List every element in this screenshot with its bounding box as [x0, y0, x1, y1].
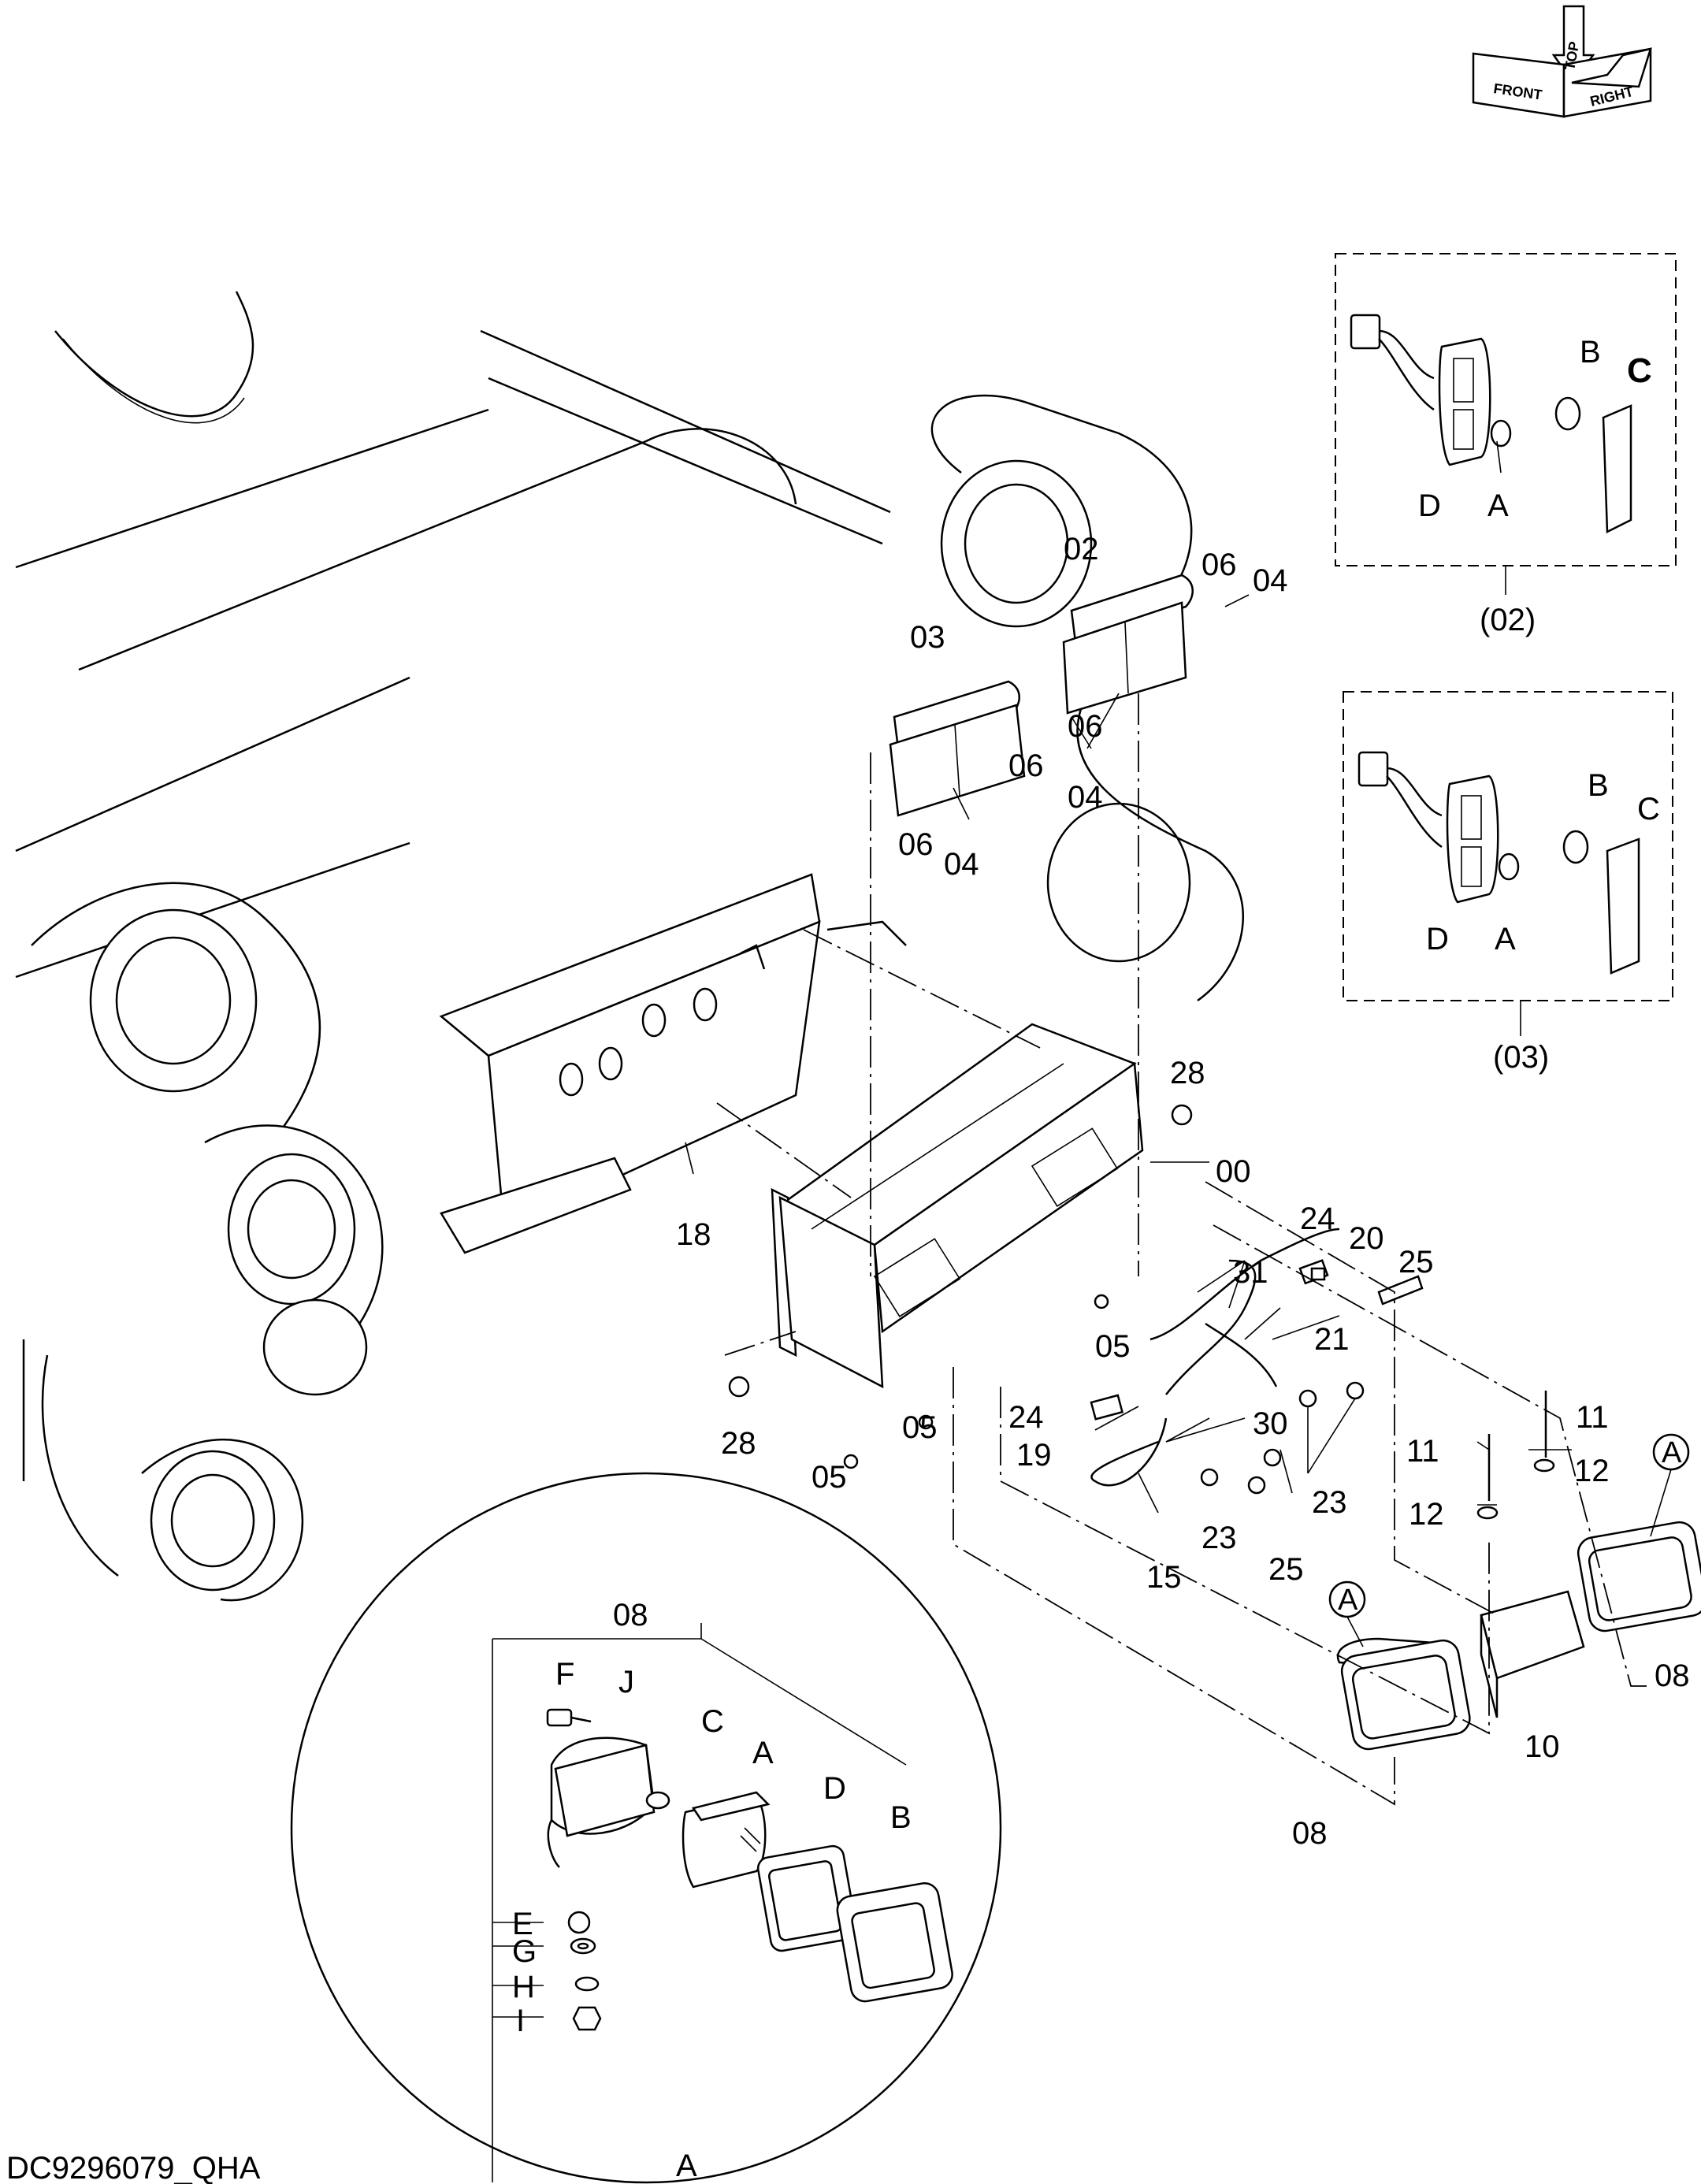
- detail-box-03: [1343, 691, 1673, 1036]
- callout-20: 20: [1349, 1221, 1384, 1256]
- callout-21: 21: [1314, 1322, 1350, 1357]
- callout-02: 02: [1064, 532, 1099, 566]
- circle-label-g: G: [512, 1934, 537, 1969]
- callout-23-a: 23: [1312, 1485, 1347, 1520]
- box03-caption: (03): [1493, 1040, 1549, 1075]
- callout-06-d: 06: [898, 827, 934, 862]
- circle-label-i: I: [516, 2004, 525, 2038]
- callout-00: 00: [1216, 1154, 1251, 1189]
- box03-label-b: B: [1588, 768, 1609, 803]
- callout-04-a: 04: [1253, 563, 1288, 598]
- circle-label-j: J: [618, 1665, 634, 1699]
- callout-28-a: 28: [1170, 1056, 1205, 1090]
- circle-label-c: C: [701, 1704, 724, 1739]
- fasteners: [728, 1104, 1555, 1520]
- detail-circle-a: [290, 1472, 1002, 2184]
- circle-caption: A: [676, 2149, 697, 2183]
- callout-04-c: 04: [944, 847, 979, 882]
- rear-combination-lamp-02: [1062, 574, 1194, 715]
- drawing-code: DC9296079_QHA: [6, 2151, 261, 2184]
- callout-03: 03: [910, 620, 945, 655]
- work-lamp-08-right: [1577, 1521, 1701, 1632]
- assembly-lines: [685, 594, 1647, 1806]
- callout-23-b: 23: [1201, 1521, 1237, 1555]
- circle-label-a: A: [752, 1736, 774, 1770]
- mounting-bracket: [439, 873, 907, 1254]
- callout-05-b: 05: [902, 1410, 938, 1445]
- reference-marker-a2: [1650, 1433, 1690, 1537]
- callout-06-a: 06: [1201, 548, 1237, 582]
- box03-label-a: A: [1495, 922, 1516, 956]
- lamp-box: [771, 1023, 1144, 1389]
- box02-label-d: D: [1418, 488, 1441, 523]
- reference-marker-a1: [1328, 1580, 1366, 1647]
- callout-24-a: 24: [1300, 1202, 1335, 1236]
- box02-label-a: A: [1487, 488, 1509, 523]
- callout-30: 30: [1253, 1406, 1288, 1441]
- callout-25-b: 25: [1268, 1552, 1304, 1587]
- callout-04-b: 04: [1068, 780, 1103, 815]
- circle-header-08: 08: [613, 1598, 648, 1632]
- callout-11-a: 11: [1406, 1434, 1439, 1469]
- callout-05-c: 05: [812, 1460, 847, 1495]
- callout-05-a: 05: [1095, 1329, 1131, 1364]
- callout-08-b: 08: [1655, 1658, 1690, 1693]
- circle-label-h: H: [512, 1970, 535, 2004]
- detail-box-02: [1335, 253, 1677, 595]
- callout-ref-a2: A: [1662, 1436, 1682, 1469]
- callout-10: 10: [1525, 1729, 1560, 1764]
- callout-12-a: 12: [1409, 1497, 1444, 1532]
- rear-combination-lamp-03: [889, 680, 1026, 817]
- box03-label-d: D: [1426, 922, 1449, 956]
- callout-06-c: 06: [1008, 748, 1044, 783]
- box03-label-c: C: [1637, 792, 1660, 826]
- circle-label-b: B: [890, 1800, 912, 1835]
- circle-label-f: F: [555, 1657, 574, 1692]
- machine-frame-outline: [15, 291, 1245, 1602]
- circle-label-d: D: [823, 1771, 846, 1806]
- callout-06-b: 06: [1068, 709, 1103, 744]
- callout-19: 19: [1016, 1438, 1052, 1473]
- callout-25-a: 25: [1398, 1245, 1434, 1280]
- orientation-compass: FRONT RIGHT TOP: [1472, 5, 1652, 118]
- callout-28-b: 28: [721, 1426, 756, 1461]
- callout-ref-a1: A: [1338, 1584, 1358, 1617]
- callout-15: 15: [1146, 1560, 1182, 1595]
- callout-24-b: 24: [1008, 1400, 1044, 1435]
- callout-18: 18: [676, 1217, 711, 1252]
- box02-label-c: C: [1627, 351, 1652, 390]
- circle-label-e: E: [512, 1907, 533, 1941]
- callout-11-b: 11: [1576, 1400, 1609, 1435]
- callout-31: 31: [1233, 1255, 1268, 1290]
- box02-caption: (02): [1480, 603, 1536, 637]
- lamp-bracket-10: [1480, 1590, 1585, 1718]
- box02-label-b: B: [1580, 335, 1601, 370]
- callout-08-a: 08: [1292, 1816, 1328, 1851]
- work-lamp-08-left: [1336, 1637, 1471, 1751]
- callout-12-b: 12: [1574, 1454, 1610, 1488]
